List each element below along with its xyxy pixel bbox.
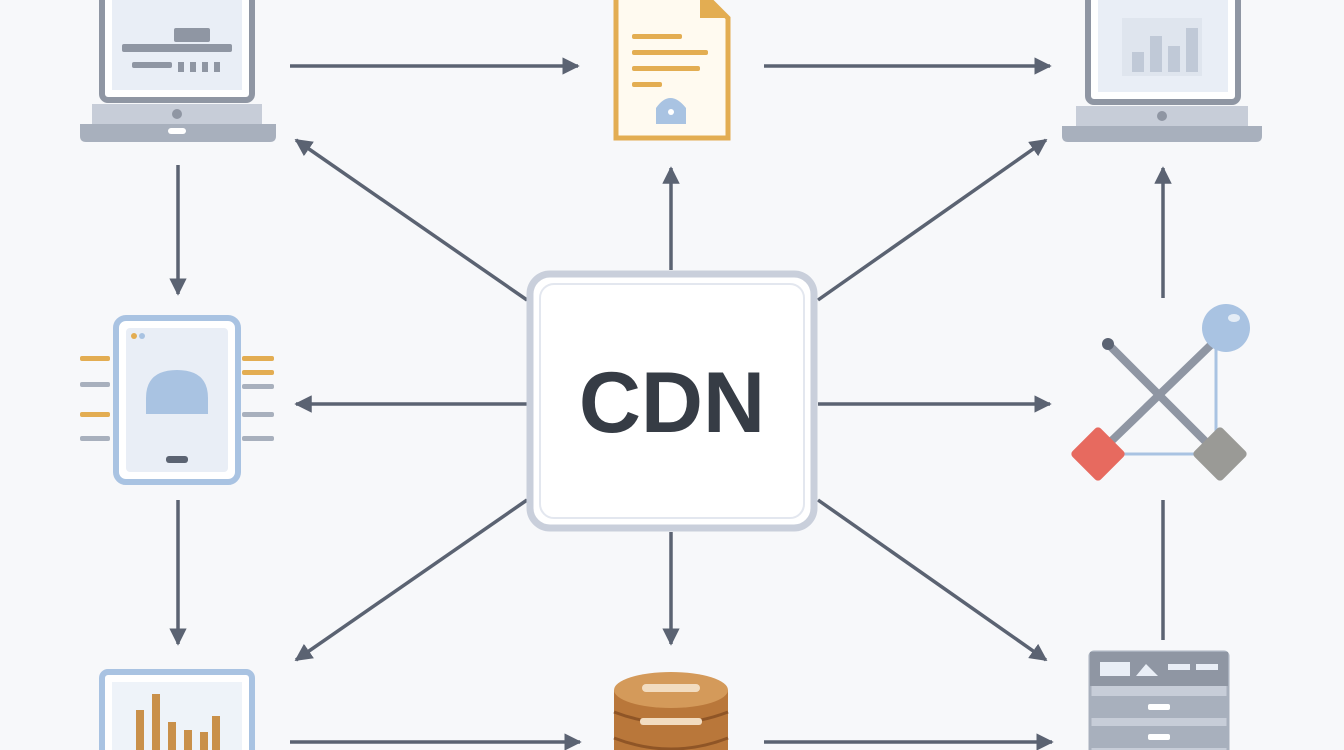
arrow-hub-to-laptop-analytics xyxy=(816,138,1048,302)
network-node-icon xyxy=(1071,304,1250,481)
bar-chart-icon xyxy=(99,669,255,750)
document-icon xyxy=(613,0,731,141)
laptop-chart-icon xyxy=(1062,0,1262,142)
tablet-icon xyxy=(80,315,274,485)
server-rack-icon xyxy=(1088,650,1230,750)
arrow-hub-to-chart xyxy=(294,498,528,662)
cdn-hub-label: CDN xyxy=(579,355,765,451)
connector-arrows xyxy=(169,57,1172,750)
database-icon xyxy=(613,672,729,750)
laptop-icon xyxy=(80,0,276,142)
arrow-hub-to-laptop-source xyxy=(294,138,528,302)
cdn-hub: CDN xyxy=(526,270,818,532)
arrow-hub-to-server xyxy=(816,498,1048,662)
